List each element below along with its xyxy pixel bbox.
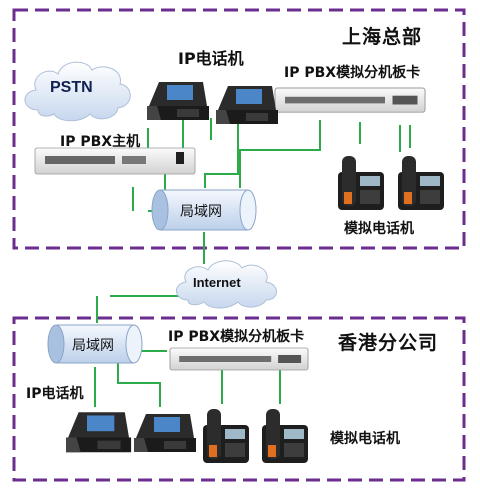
- hk-ip-phone-label: IP电话机: [26, 386, 84, 402]
- hq-analog-card-label: IP PBX模拟分机板卡: [284, 65, 421, 81]
- hk-ip-phone-1: [66, 412, 132, 453]
- hk-lan-cylinder: [47, 324, 143, 364]
- internet-label: Internet: [193, 275, 241, 290]
- hq-lan-label: 局域网: [180, 204, 222, 220]
- hk-analog-phone-1: [203, 409, 249, 463]
- pstn-label: PSTN: [50, 79, 93, 96]
- hk-analog-phone-label: 模拟电话机: [330, 431, 400, 447]
- pbx-host-label: IP PBX主机: [60, 134, 141, 150]
- hq-site-title: 上海总部: [342, 26, 423, 48]
- hk-site-border: [12, 316, 466, 482]
- hq-ip-phone-2: [216, 86, 278, 124]
- hq-analog-phone-label: 模拟电话机: [344, 221, 414, 237]
- ip-pbx-host-device: [34, 147, 196, 175]
- hk-analog-card-label: IP PBX模拟分机板卡: [168, 329, 305, 345]
- hk-lan-label: 局域网: [72, 338, 114, 354]
- hq-lan-cylinder: [151, 189, 257, 231]
- internet-cloud: [176, 260, 277, 309]
- hq-analog-card-device: [274, 87, 426, 113]
- hq-site-border: [12, 8, 466, 250]
- hq-ip-phone-1: [147, 82, 209, 120]
- hk-site-title: 香港分公司: [338, 332, 439, 354]
- hk-analog-card-device: [169, 347, 309, 371]
- hq-analog-phone-1: [338, 156, 384, 210]
- hq-analog-phone-2: [398, 156, 444, 210]
- hk-ip-phone-2: [134, 414, 196, 452]
- hq-ip-phone-label: IP电话机: [178, 49, 244, 68]
- hk-analog-phone-2: [262, 409, 308, 463]
- pstn-cloud: [24, 61, 131, 122]
